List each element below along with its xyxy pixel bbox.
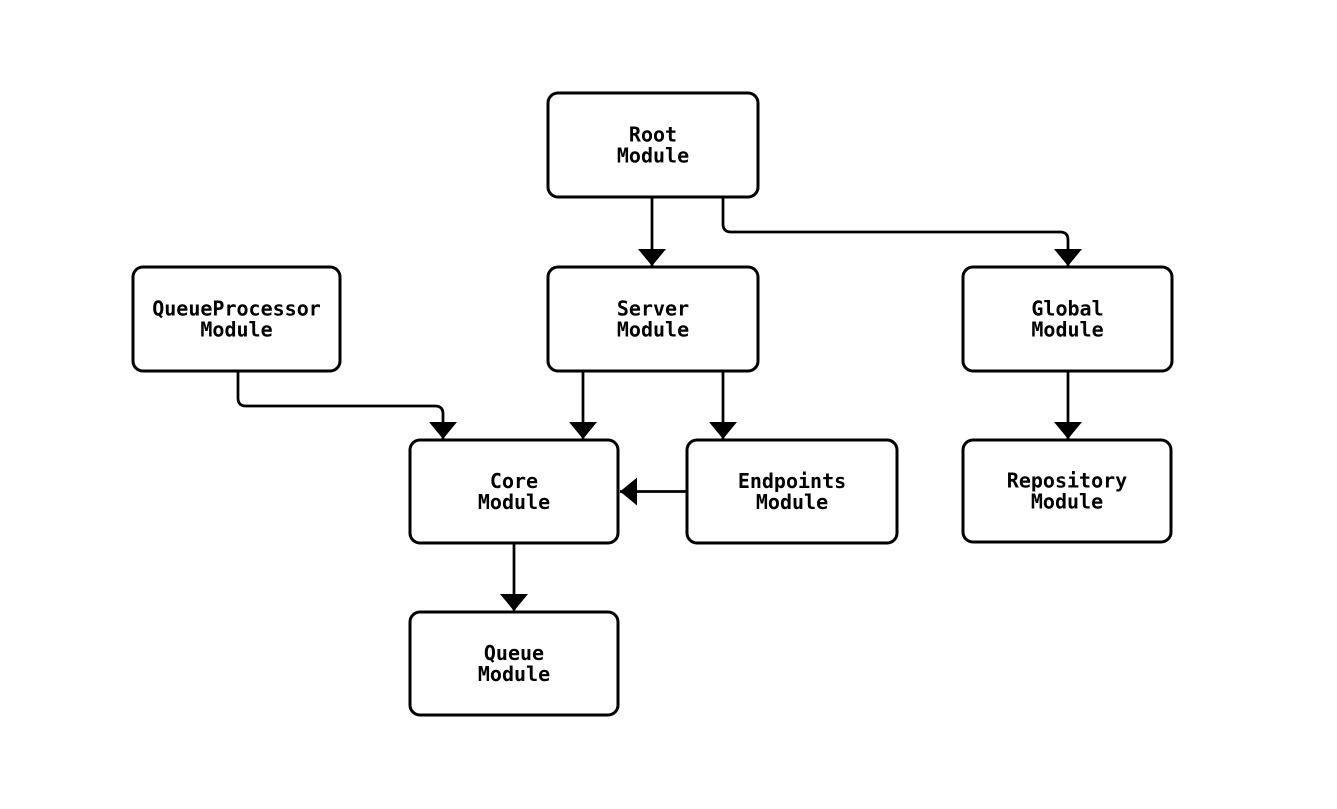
node-label-line: Module — [478, 490, 550, 514]
node-box — [546, 91, 760, 199]
node-label-line: QueueProcessor — [152, 297, 321, 321]
node-box — [546, 265, 760, 373]
node-box — [961, 438, 1173, 544]
node-label-line: Module — [756, 490, 828, 514]
node-box — [408, 438, 620, 545]
node-label-line: Module — [1031, 490, 1103, 514]
edge-queueprocessor-core — [236, 371, 457, 439]
edge-root-global — [721, 197, 1082, 266]
node-box — [408, 610, 620, 717]
node-box — [961, 265, 1174, 373]
node-label-line: Module — [617, 144, 689, 168]
node-label-line: Server — [617, 297, 689, 321]
node-label-line: Module — [478, 662, 550, 686]
node-box — [685, 438, 899, 545]
node-label-line: Module — [200, 318, 272, 342]
node-label-line: Root — [629, 123, 677, 147]
node-label-line: Queue — [484, 641, 544, 665]
node-label-line: Module — [617, 318, 689, 342]
node-label-line: Core — [490, 469, 538, 493]
node-label-line: Endpoints — [738, 469, 846, 493]
node-label-line: Repository — [1007, 469, 1127, 493]
node-label-line: Module — [1031, 318, 1103, 342]
node-label-line: Global — [1031, 297, 1103, 321]
node-box — [131, 265, 342, 373]
